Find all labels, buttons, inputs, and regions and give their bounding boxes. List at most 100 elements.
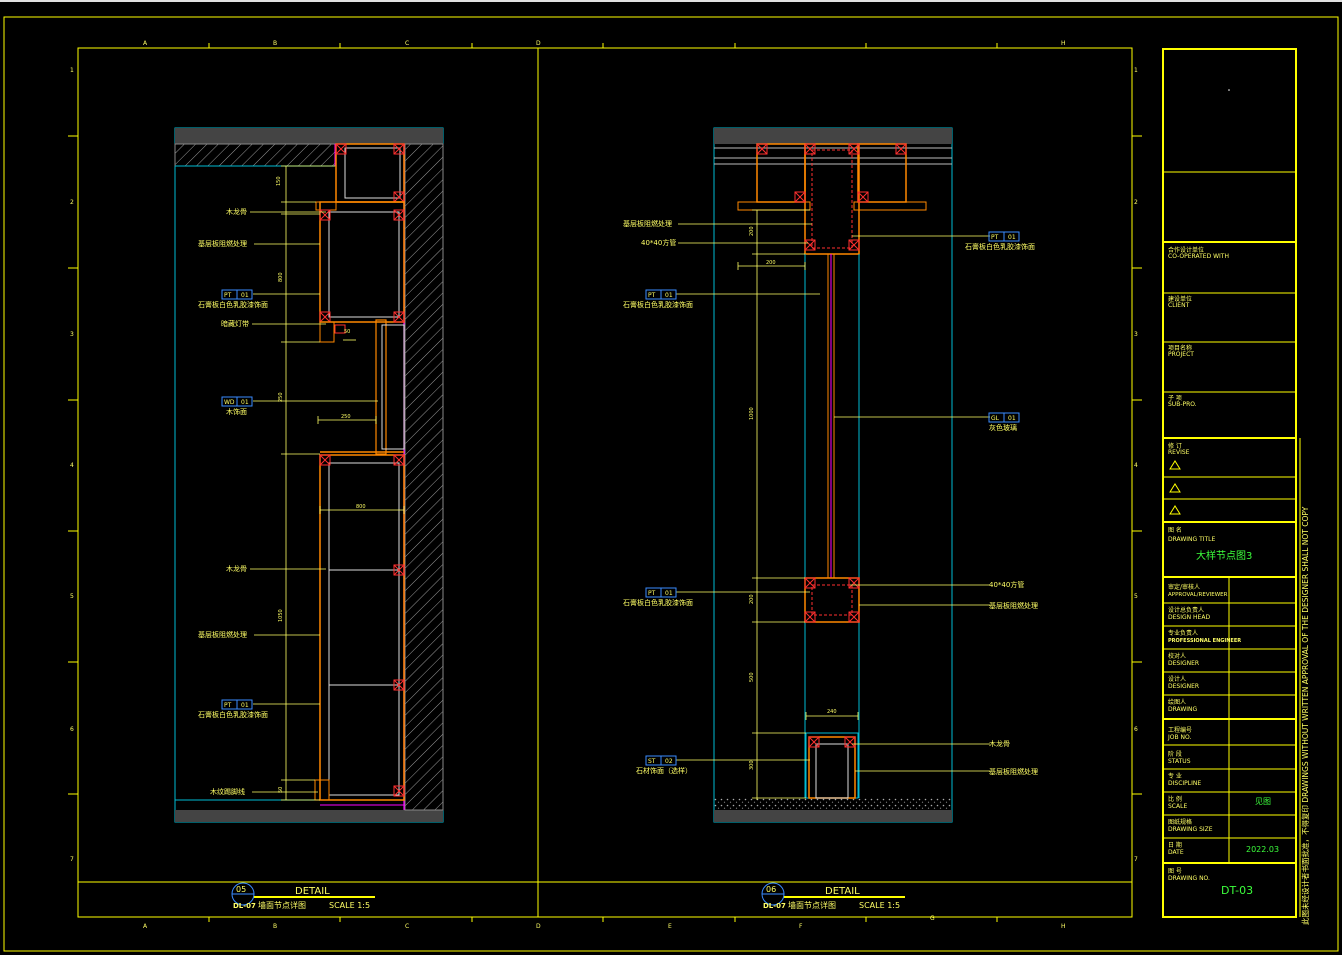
tb-checker-en: DESIGNER bbox=[1168, 660, 1199, 667]
right-label-4: 石膏板白色乳胶漆饰面 bbox=[965, 242, 1035, 251]
right-floor-gravel bbox=[714, 798, 952, 810]
tb-scale-cn: 比 例 bbox=[1168, 795, 1182, 803]
tb-job-en: JOB NO. bbox=[1167, 734, 1191, 741]
right-label-5: 灰色玻璃 bbox=[989, 423, 1017, 432]
grid-bot-a: A bbox=[143, 923, 148, 930]
left-dim-2: 800 bbox=[278, 272, 284, 282]
grid-bot-h: H bbox=[1061, 923, 1066, 930]
left-title-name: 墙面节点详图 bbox=[258, 900, 306, 910]
grid-bot-f: F bbox=[799, 923, 803, 930]
right-dim-5: 500 bbox=[749, 672, 755, 682]
grid-row-1r: 1 bbox=[1134, 67, 1138, 74]
left-tag-1n: 01 bbox=[241, 292, 249, 299]
right-detail-title: 06 DL-07 DETAIL 墙面节点详图 SCALE 1:5 bbox=[761, 882, 905, 910]
left-tag-1: PT bbox=[224, 292, 232, 299]
left-label-8: 石膏板白色乳胶漆饰面 bbox=[198, 710, 268, 719]
tb-size-en: DRAWING SIZE bbox=[1168, 826, 1213, 833]
right-label-7: 40*40方管 bbox=[989, 580, 1024, 589]
tb-checker-cn: 校对人 bbox=[1168, 652, 1186, 660]
tb-status-en: STATUS bbox=[1168, 758, 1191, 765]
grid-top-h: H bbox=[1061, 40, 1066, 47]
tb-drawing-en: DRAWING bbox=[1168, 706, 1198, 713]
left-tag-2n: 01 bbox=[241, 399, 249, 406]
grid-labels: A B C D H A B C D E F G H 1 2 3 4 5 6 7 … bbox=[70, 40, 1138, 930]
right-title-ref: DL-07 bbox=[763, 902, 786, 910]
right-tag-1: PT bbox=[648, 292, 656, 299]
right-title-name: 墙面节点详图 bbox=[788, 900, 836, 910]
grid-row-2r: 2 bbox=[1134, 199, 1138, 206]
tb-date-en: DATE bbox=[1168, 849, 1184, 856]
left-title-num: 05 bbox=[236, 885, 246, 894]
right-tag-5n: 02 bbox=[665, 758, 673, 765]
right-tag-2: PT bbox=[991, 234, 999, 241]
right-dim-6: 240 bbox=[827, 709, 837, 715]
right-title-scale: SCALE 1:5 bbox=[859, 901, 900, 910]
right-tag-4: PT bbox=[648, 590, 656, 597]
title-block-text: 合作设计单位 CO-OPERATED WITH 建设单位 CLIENT 项目名称… bbox=[1167, 89, 1279, 897]
tb-subpro-en: SUB-PRO. bbox=[1168, 401, 1197, 408]
left-label-9: 木纹踢脚线 bbox=[210, 787, 245, 796]
tb-client-cn: 建设单位 bbox=[1168, 295, 1192, 303]
grid-top-a: A bbox=[143, 40, 148, 47]
grid-bot-b: B bbox=[273, 923, 277, 930]
left-label-3: 石膏板白色乳胶漆饰面 bbox=[198, 300, 268, 309]
grid-top-c: C bbox=[405, 40, 409, 47]
grid-top-b: B bbox=[273, 40, 277, 47]
right-detail-annotations: 基层板阻燃处理 40*40方管 PT 01 石膏板白色乳胶漆饰面 PT 01 石… bbox=[623, 219, 1038, 776]
tb-project-en: PROJECT bbox=[1168, 351, 1194, 358]
grid-row-5r: 5 bbox=[1134, 593, 1138, 600]
viewport-top-strip bbox=[0, 0, 1342, 2]
tb-drawing-cn: 绘图人 bbox=[1168, 698, 1186, 706]
left-dim-1: 150 bbox=[276, 176, 282, 186]
left-tag-2: WD bbox=[224, 399, 235, 406]
grid-row-7: 7 bbox=[70, 856, 74, 863]
left-dim-6: 800 bbox=[356, 504, 366, 510]
tb-title-cn: 图 名 bbox=[1168, 526, 1182, 534]
left-label-2: 基层板阻燃处理 bbox=[198, 239, 247, 248]
grid-ticks bbox=[68, 43, 1142, 922]
left-wall-hatch bbox=[404, 143, 444, 811]
tb-scale-en: SCALE bbox=[1168, 803, 1187, 810]
left-dim-8: 50 bbox=[278, 787, 284, 793]
tb-status-cn: 阶 段 bbox=[1168, 750, 1182, 758]
grid-row-5: 5 bbox=[70, 593, 74, 600]
left-detail-drawing: 150 800 50 250 250 800 1050 50 bbox=[174, 127, 444, 823]
tb-approval-en: APPROVAL/REVIEWER bbox=[1168, 592, 1228, 598]
left-dim-7: 1050 bbox=[278, 609, 284, 622]
left-label-5: 木饰面 bbox=[226, 407, 247, 416]
right-detail-drawing: 200 200 1000 200 500 240 300 bbox=[676, 127, 990, 823]
tb-designer-cn: 设计人 bbox=[1168, 675, 1186, 683]
grid-bot-d: D bbox=[536, 923, 541, 930]
tb-disc-cn: 专 业 bbox=[1168, 772, 1182, 780]
grid-row-3: 3 bbox=[70, 331, 74, 338]
left-label-6: 木龙骨 bbox=[226, 564, 247, 573]
right-label-11: 基层板阻燃处理 bbox=[989, 767, 1038, 776]
left-dim-5: 250 bbox=[341, 414, 351, 420]
right-label-2: 40*40方管 bbox=[641, 238, 676, 247]
grid-bot-g: G bbox=[930, 915, 935, 922]
tb-cooperated-cn: 合作设计单位 bbox=[1168, 246, 1204, 254]
left-dim-3: 50 bbox=[344, 329, 350, 335]
tb-date-val: 2022.03 bbox=[1246, 845, 1279, 854]
tb-job-cn: 工程编号 bbox=[1168, 726, 1192, 734]
tb-head-en: DESIGN HEAD bbox=[1168, 614, 1210, 621]
right-dim-3: 1000 bbox=[749, 407, 755, 420]
tb-head-cn: 设计总负责人 bbox=[1168, 606, 1204, 614]
left-floor-band bbox=[175, 810, 443, 822]
left-title-word: DETAIL bbox=[295, 886, 330, 897]
left-tag-3n: 01 bbox=[241, 702, 249, 709]
tb-client-en: CLIENT bbox=[1168, 302, 1190, 309]
tb-revise-cn: 修 订 bbox=[1168, 442, 1182, 450]
left-tag-3: PT bbox=[224, 702, 232, 709]
tb-size-cn: 图纸规格 bbox=[1168, 818, 1192, 826]
right-tag-1n: 01 bbox=[665, 292, 673, 299]
right-dim-4: 200 bbox=[749, 594, 755, 604]
right-label-9: 石材饰面（选样） bbox=[636, 766, 692, 775]
grid-row-3r: 3 bbox=[1134, 331, 1138, 338]
grid-row-1: 1 bbox=[70, 67, 74, 74]
grid-row-2: 2 bbox=[70, 199, 74, 206]
left-label-7: 基层板阻燃处理 bbox=[198, 630, 247, 639]
left-detail-annotations: 木龙骨 基层板阻燃处理 PT 01 石膏板白色乳胶漆饰面 暗藏灯带 WD 01 … bbox=[198, 207, 268, 796]
right-tag-3n: 01 bbox=[1008, 415, 1016, 422]
